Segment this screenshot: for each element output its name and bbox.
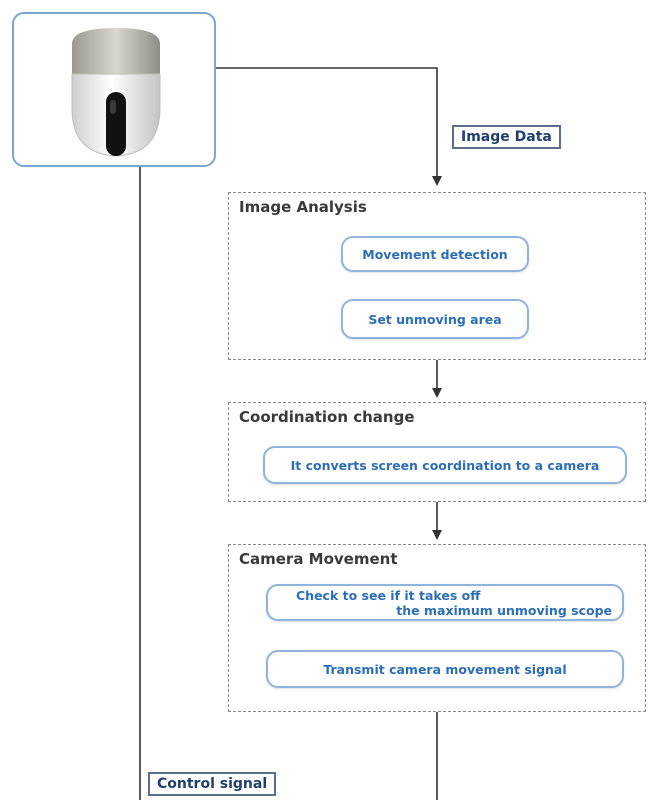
group-title-camera-movement: Camera Movement xyxy=(239,550,398,568)
dome-camera-icon xyxy=(71,28,161,157)
group-title-coordination-change: Coordination change xyxy=(239,408,415,426)
step-check-unmoving-scope: Check to see if it takes off the maximum… xyxy=(266,584,624,621)
arrowhead-to-coordination xyxy=(432,388,442,398)
image-data-connector xyxy=(216,67,438,176)
image-data-label: Image Data xyxy=(452,125,561,149)
step-check-line-1: Check to see if it takes off xyxy=(296,587,481,603)
arrowhead-to-image-analysis xyxy=(432,176,442,186)
arrowhead-to-camera-movement xyxy=(432,530,442,540)
group-title-image-analysis: Image Analysis xyxy=(239,198,367,216)
camera-image-frame xyxy=(12,12,216,167)
step-transmit-signal: Transmit camera movement signal xyxy=(266,650,624,688)
step-set-unmoving-area: Set unmoving area xyxy=(341,299,529,339)
step-convert-coordination: It converts screen coordination to a cam… xyxy=(263,446,627,484)
step-check-line-2: the maximum unmoving scope xyxy=(396,602,612,618)
control-signal-label: Control signal xyxy=(148,772,277,796)
step-movement-detection: Movement detection xyxy=(341,236,529,272)
